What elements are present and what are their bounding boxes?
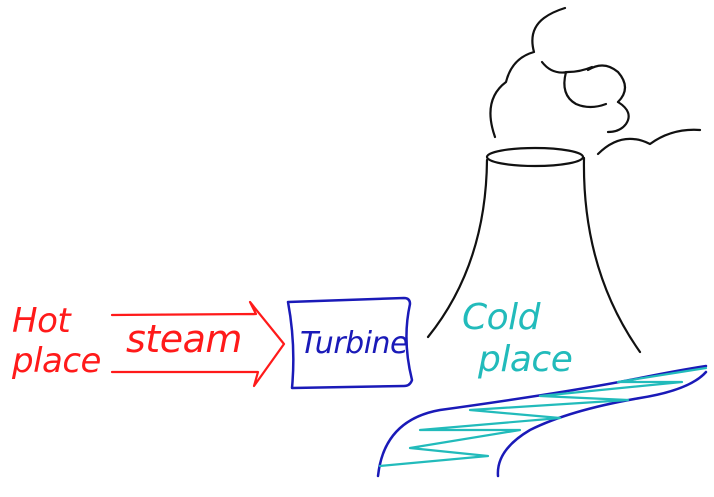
cold-label-line2: place (478, 339, 573, 380)
hot-label-line1: Hot (12, 301, 71, 341)
hot-label-line2: place (12, 341, 101, 381)
turbine-box (286, 296, 414, 390)
river-water (378, 366, 708, 468)
steam-arrow (110, 300, 286, 388)
cold-label-line1: Cold (462, 297, 541, 338)
cooling-tower (426, 146, 642, 354)
turbine-label: Turbine (300, 326, 409, 361)
smoke-cloud (489, 6, 702, 156)
steam-label: steam (126, 317, 242, 361)
